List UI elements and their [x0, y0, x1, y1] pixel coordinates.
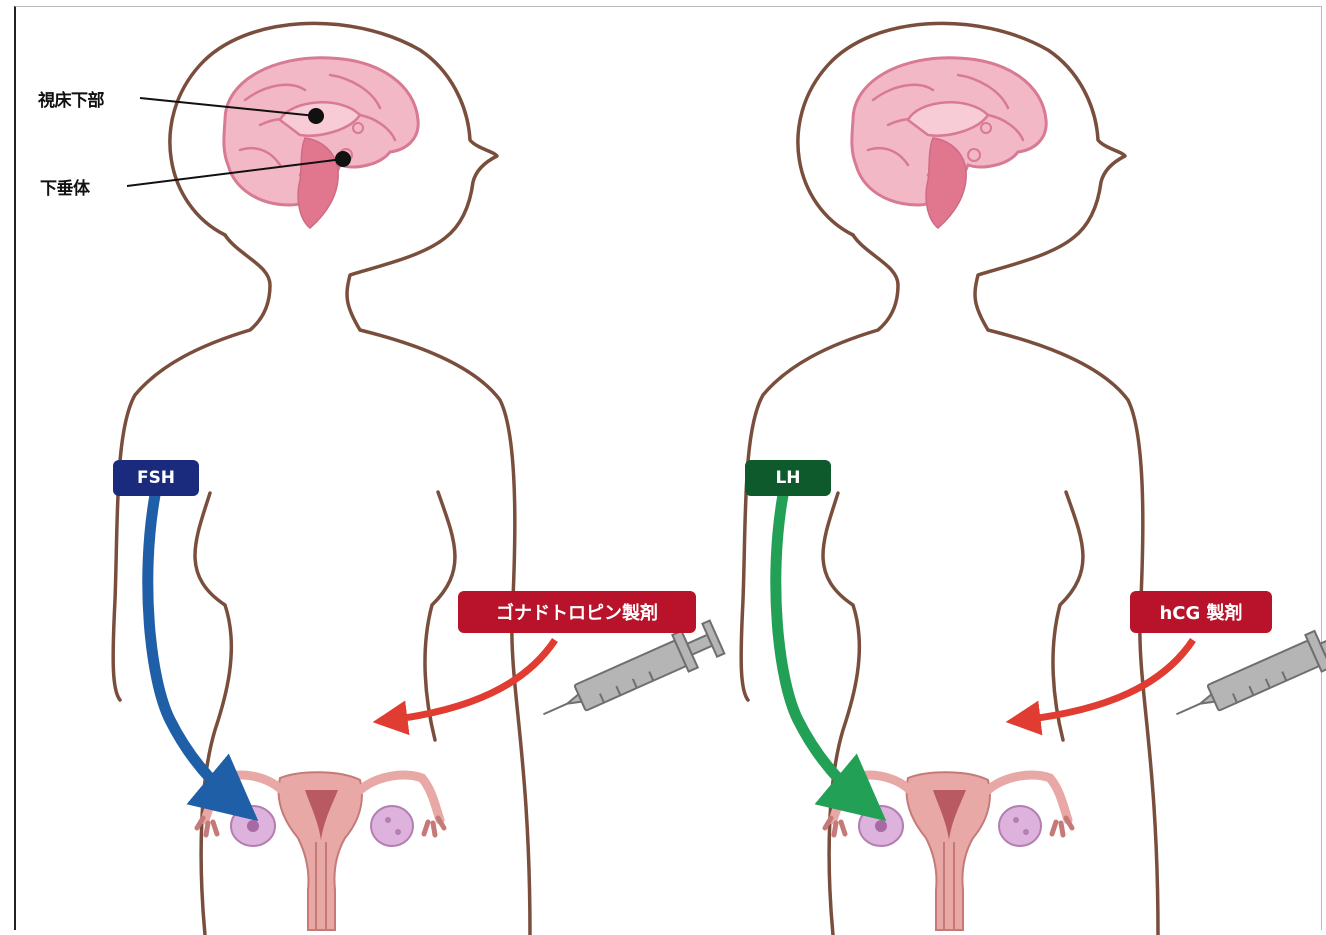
syringe-left: [535, 619, 725, 733]
hypothalamus-label: 視床下部: [38, 86, 104, 111]
syringe-right: [1168, 619, 1326, 733]
hypothalamus-marker: [308, 108, 324, 124]
fsh-badge: FSH: [113, 460, 199, 496]
hcg-badge: hCG 製剤: [1130, 591, 1272, 633]
lh-arrow: [776, 495, 861, 800]
left-panel: [113, 23, 725, 935]
pituitary-marker: [335, 151, 351, 167]
gonadotropin-arrow: [390, 640, 555, 720]
pituitary-label: 下垂体: [40, 174, 90, 199]
brain-right: [852, 58, 1046, 228]
brain-left: [224, 58, 418, 228]
hcg-arrow: [1023, 640, 1193, 720]
gonadotropin-badge: ゴナドトロピン製剤: [458, 591, 696, 633]
fsh-arrow: [148, 495, 233, 800]
lh-badge: LH: [745, 460, 831, 496]
